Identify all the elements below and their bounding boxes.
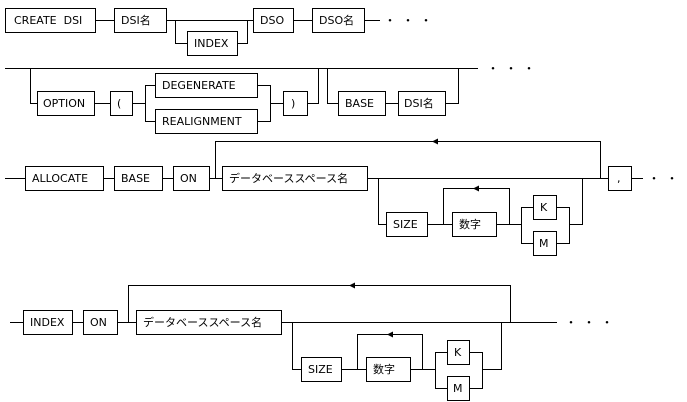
continuation-dots: ・・・ (565, 316, 619, 330)
dsi-name-label: DSI名 (404, 96, 434, 110)
base-branch-right (446, 68, 459, 104)
unit-branch-right (470, 352, 483, 389)
number-param: 数字 (366, 357, 411, 382)
number-label: 数字 (459, 217, 481, 231)
size-keyword: SIZE (301, 357, 342, 382)
index-optional-keyword: INDEX (187, 31, 238, 56)
dsi-name-param: DSI名 (398, 91, 446, 116)
option-branch-right (308, 68, 319, 104)
on-keyword: ON (83, 310, 118, 335)
size-branch-left (378, 178, 386, 225)
size-label: SIZE (393, 218, 418, 231)
degenerate-label: DEGENERATE (162, 79, 236, 92)
k-unit-keyword: K (447, 340, 470, 365)
m-label: M (539, 237, 549, 250)
allocate-label: ALLOCATE (32, 172, 88, 185)
comma-symbol: , (608, 166, 632, 191)
row-2: OPTION ( DEGENERATE REALIGNMENT ) BASE D… (5, 62, 541, 134)
degenerate-keyword: DEGENERATE (155, 73, 258, 98)
realignment-label: REALIGNMENT (162, 115, 242, 128)
continuation-dots: ・・・ (648, 172, 687, 186)
create-dsi-keyword: CREATE DSI (5, 8, 96, 33)
option-branch-left (30, 68, 37, 104)
unit-branch-left (521, 207, 533, 244)
choice-branch-left (145, 85, 155, 122)
size-branch-right (482, 322, 502, 370)
dsi-name-label: DSI名 (121, 13, 151, 27)
choice-branch-right (258, 85, 271, 122)
k-label: K (454, 346, 462, 359)
on-label: ON (180, 172, 197, 185)
loop-arrow-icon (387, 331, 393, 338)
dso-name-label: DSO名 (319, 13, 354, 27)
option-keyword: OPTION (37, 91, 95, 116)
loop-arrow-icon (349, 282, 355, 289)
option-label: OPTION (43, 97, 85, 110)
base-keyword: BASE (114, 166, 163, 191)
number-label: 数字 (373, 362, 395, 376)
unit-branch-right (557, 207, 570, 244)
realignment-keyword: REALIGNMENT (155, 109, 258, 134)
base-label: BASE (345, 97, 374, 110)
open-paren-symbol: ( (110, 91, 133, 116)
k-label: K (540, 201, 548, 214)
repeat-loop (128, 285, 511, 322)
continuation-dots: ・・・ (487, 62, 541, 76)
dbspace-name-param: データベーススペース名 (136, 310, 282, 335)
base-label: BASE (121, 172, 150, 185)
repeat-loop (215, 141, 601, 178)
create-dsi-label: CREATE DSI (14, 14, 82, 27)
number-param: 数字 (452, 212, 497, 237)
dso-name-param: DSO名 (312, 8, 365, 33)
index-keyword: INDEX (23, 310, 73, 335)
size-branch-left (292, 322, 301, 370)
row-1: CREATE DSI DSI名 INDEX DSO DSO名 ・・・ (5, 8, 438, 56)
loop-arrow-icon (432, 138, 438, 145)
m-label: M (453, 382, 463, 395)
size-branch-right (569, 178, 583, 225)
index-label: INDEX (30, 316, 65, 329)
loop-arrow-icon (473, 185, 479, 192)
dso-label: DSO (260, 14, 284, 27)
continuation-dots: ・・・ (384, 14, 438, 28)
size-keyword: SIZE (386, 212, 428, 237)
close-paren-label: ) (291, 97, 295, 110)
open-paren-label: ( (117, 97, 121, 110)
dso-keyword: DSO (253, 8, 294, 33)
m-unit-keyword: M (447, 376, 470, 401)
row-3: ALLOCATE BASE ON データベーススペース名 SIZE 数字 K (5, 138, 687, 256)
base-keyword: BASE (338, 91, 386, 116)
dbspace-name-label: データベーススペース名 (143, 315, 262, 329)
m-unit-keyword: M (533, 231, 557, 256)
on-keyword: ON (173, 166, 210, 191)
size-label: SIZE (308, 363, 333, 376)
on-label: ON (90, 316, 107, 329)
comma-label: , (617, 172, 621, 185)
base-branch-left (327, 68, 338, 104)
dbspace-name-param: データベーススペース名 (222, 166, 368, 191)
allocate-keyword: ALLOCATE (25, 166, 104, 191)
unit-branch-left (435, 352, 447, 389)
dsi-name-param: DSI名 (114, 8, 167, 33)
branch-right (238, 20, 248, 44)
k-unit-keyword: K (533, 195, 557, 220)
index-label: INDEX (194, 37, 229, 50)
branch-left (175, 20, 187, 44)
close-paren-symbol: ) (283, 91, 308, 116)
dbspace-name-label: データベーススペース名 (229, 171, 348, 185)
row-4: INDEX ON データベーススペース名 SIZE 数字 K M ・・・ (10, 282, 619, 401)
